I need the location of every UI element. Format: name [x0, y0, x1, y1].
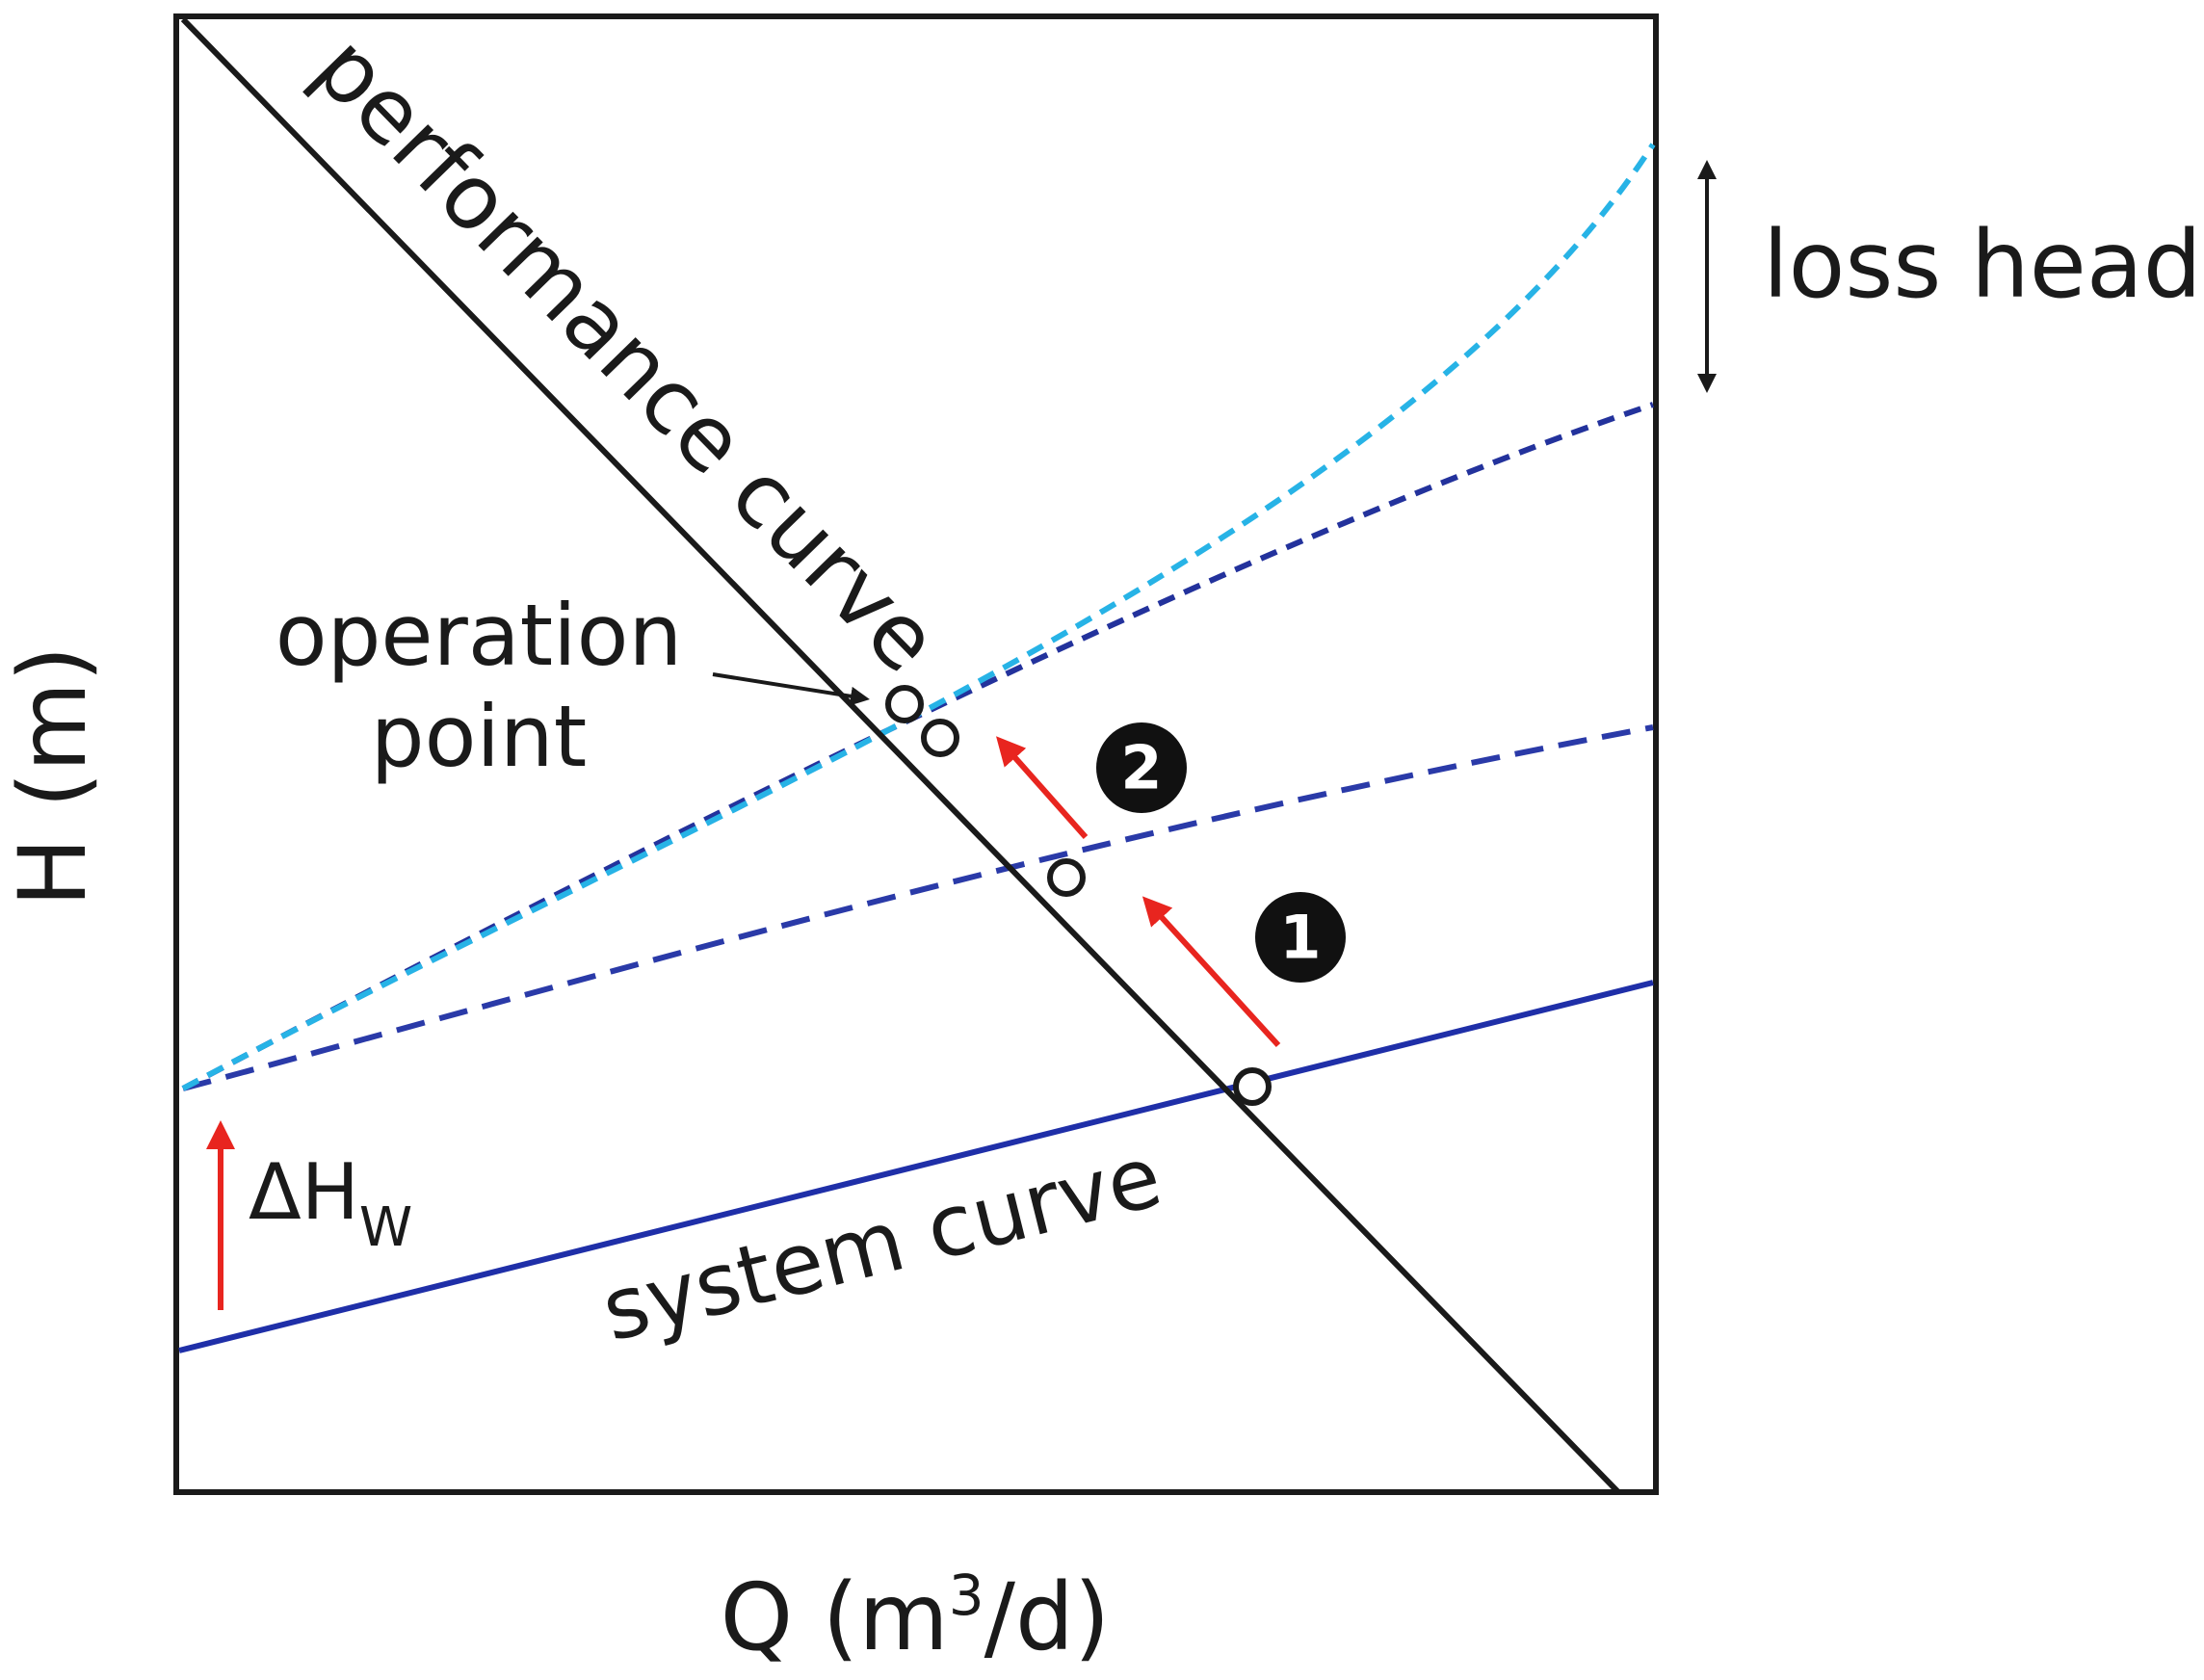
intersection-marker-1 [1047, 858, 1086, 897]
performance-curve-line [180, 16, 1621, 1492]
step-1-badge-label: 1 [1279, 903, 1321, 973]
intersection-marker-base [1233, 1067, 1272, 1106]
step-1-arrow [1141, 896, 1281, 1048]
step-2-badge-label: 2 [1120, 733, 1162, 803]
step-1-badge [1255, 892, 1346, 983]
dashed-system-curve-1 [182, 724, 1654, 1091]
operation-point-pointer [712, 672, 870, 706]
operation-point-label-line2: point [371, 687, 587, 786]
y-axis-label: H (m) [0, 645, 107, 906]
step-2-badge [1096, 722, 1187, 813]
delta-hw-label: ΔHW [249, 1147, 412, 1259]
plot-frame [173, 13, 1659, 1495]
system-curve-line [178, 980, 1654, 1353]
system-curve-label: system curve [592, 1126, 1170, 1360]
dashed-system-curve-3 [181, 143, 1656, 1091]
operation-point-marker [885, 685, 924, 723]
step-2-arrow [996, 736, 1089, 839]
x-axis-label: Q (m3/d) [721, 1562, 1111, 1671]
operation-point-label-line1: operation [276, 586, 683, 685]
loss-head-label: loss head [1763, 211, 2202, 319]
intersection-marker-2 [921, 719, 959, 757]
